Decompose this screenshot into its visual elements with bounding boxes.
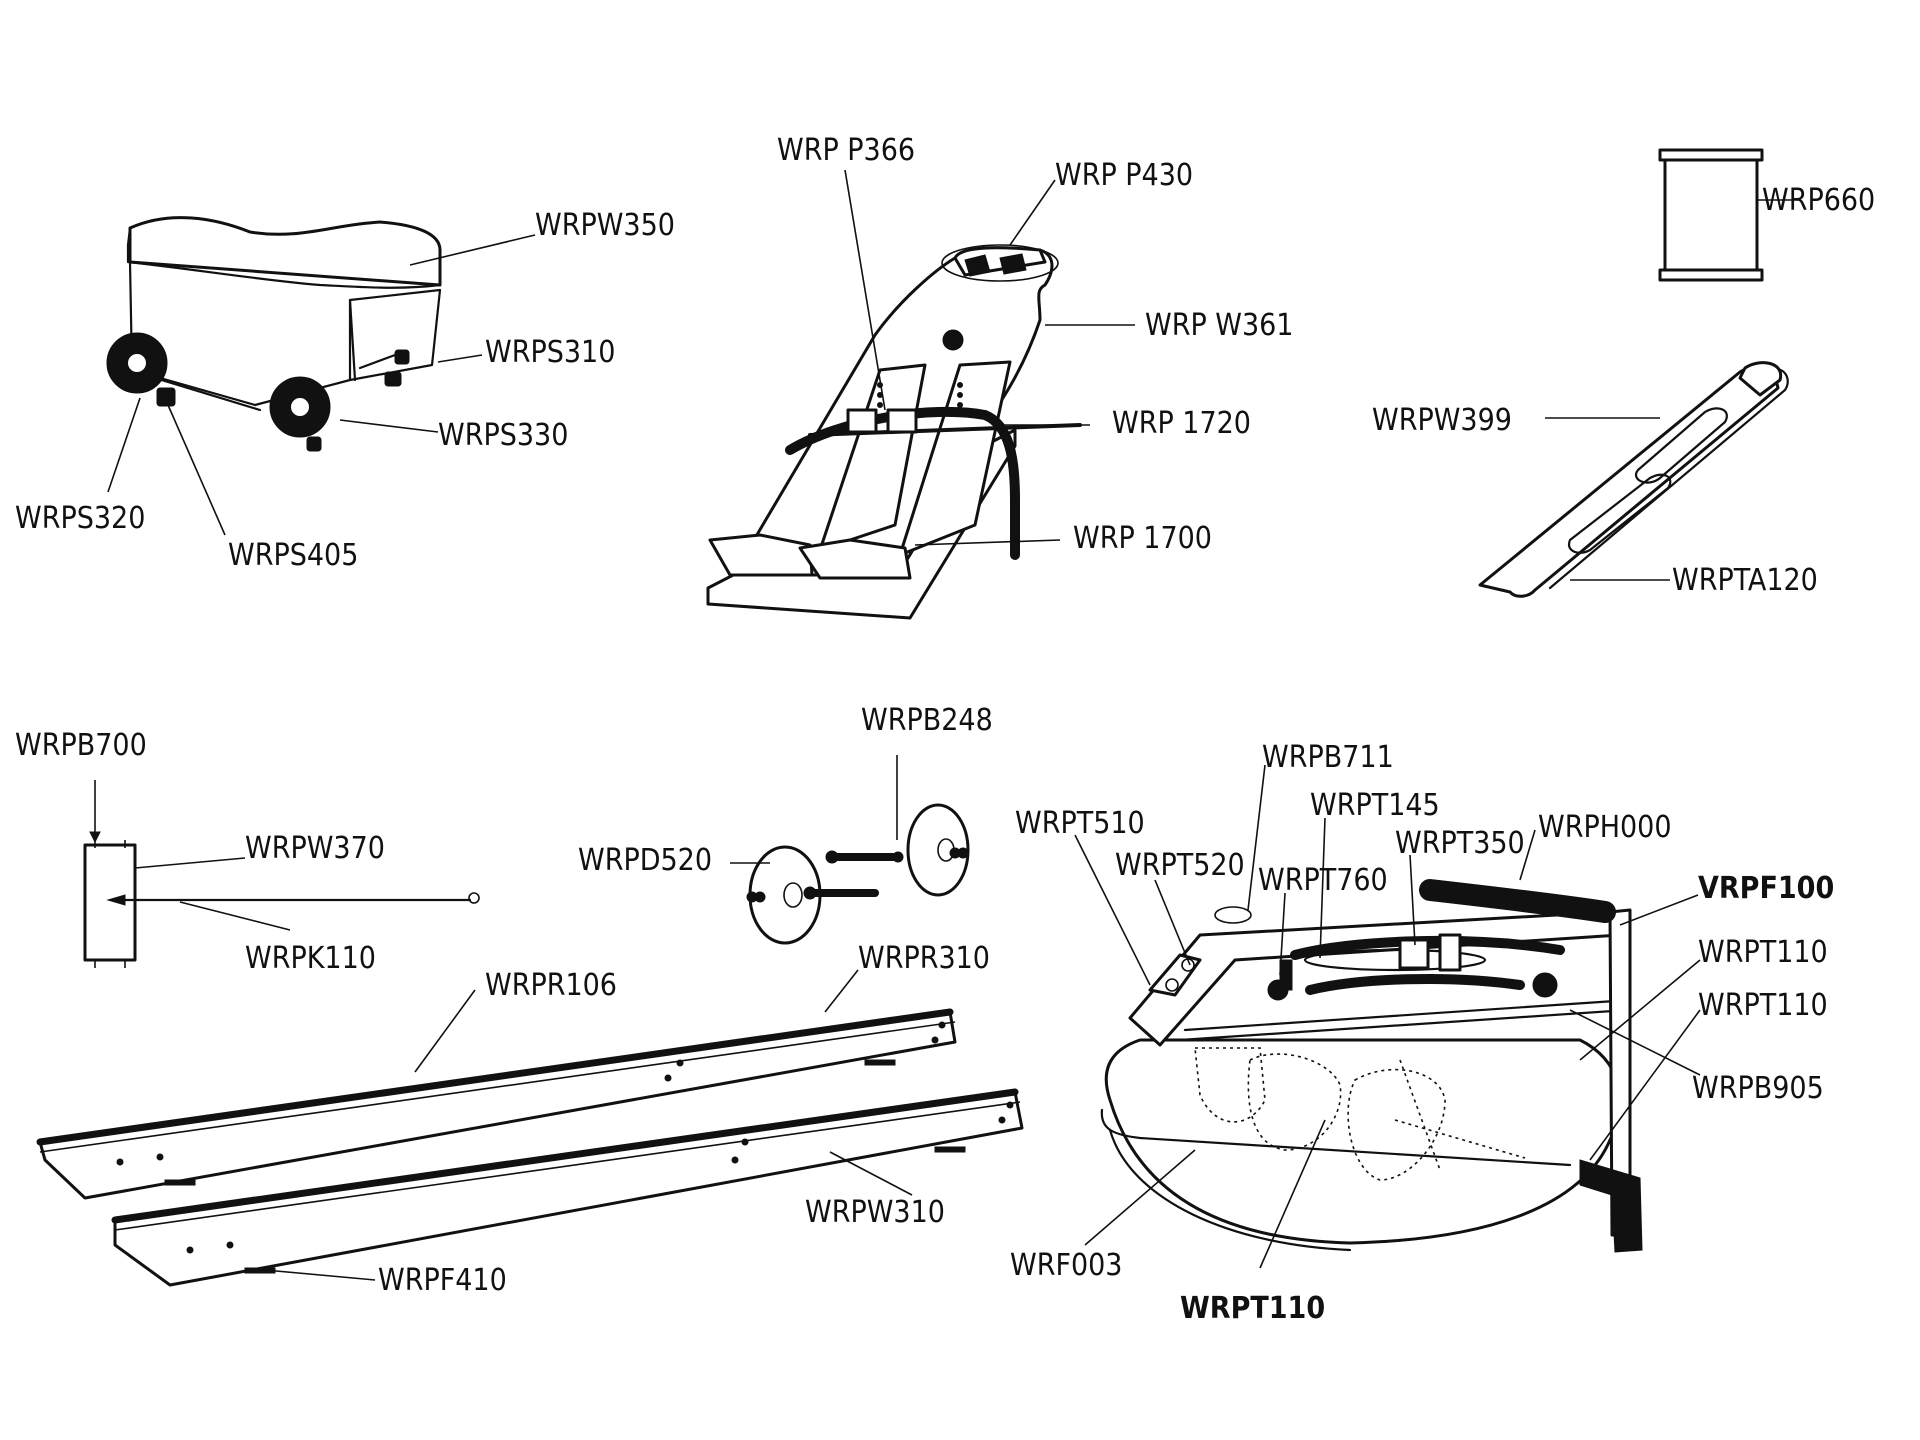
label-wrps320: WRPS320 [15, 501, 145, 536]
label-wrp-1720: WRP 1720 [1112, 406, 1251, 441]
label-wrpt520: WRPT520 [1115, 848, 1245, 883]
label-wrpb700: WRPB700 [15, 728, 147, 763]
label-wrp-p366: WRP P366 [777, 133, 915, 168]
label-wrp-p430: WRP P430 [1055, 158, 1193, 193]
label-wrpt510: WRPT510 [1015, 806, 1145, 841]
label-wrpf410: WRPF410 [378, 1263, 507, 1298]
footboard-leaders [844, 169, 1135, 546]
label-wrpw370: WRPW370 [245, 831, 385, 866]
label-wrf003: WRF003 [1010, 1248, 1122, 1283]
rails [36, 1008, 1024, 1287]
label-wrph000: WRPH000 [1538, 810, 1672, 845]
rail-wrpw399 [1478, 361, 1789, 598]
tank-leaders [1074, 764, 1701, 1269]
label-wrp-1700: WRP 1700 [1073, 521, 1212, 556]
label-wrpb711: WRPB711 [1262, 740, 1394, 775]
label-wrps310: WRPS310 [485, 335, 615, 370]
wheels-bolts [730, 755, 970, 945]
monitor-box [83, 780, 480, 968]
label-wrpta120: WRPTA120 [1672, 563, 1818, 598]
label-wrpd520: WRPD520 [578, 843, 712, 878]
label-wrpt110-c: WRPT110 [1180, 1291, 1325, 1326]
label-wrpt145: WRPT145 [1310, 788, 1440, 823]
label-wrpr310: WRPR310 [858, 941, 990, 976]
seat-leaders [107, 234, 536, 536]
label-wrps330: WRPS330 [438, 418, 568, 453]
label-wrpt350: WRPT350 [1395, 826, 1525, 861]
label-wrpw399: WRPW399 [1372, 403, 1512, 438]
label-wrp-w361: WRP W361 [1145, 308, 1293, 343]
footboard-assembly [706, 244, 1082, 620]
tank-assembly [1100, 879, 1643, 1253]
seat-assembly [106, 216, 442, 452]
rail-leaders [1545, 417, 1670, 581]
label-wrp660: WRP660 [1762, 183, 1875, 218]
label-wrpw310: WRPW310 [805, 1195, 945, 1230]
label-wrpb905: WRPB905 [1692, 1071, 1824, 1106]
rail-leaders [264, 969, 913, 1281]
label-wrpb248: WRPB248 [861, 703, 993, 738]
label-wrps405: WRPS405 [228, 538, 358, 573]
label-vrpf100: VRPF100 [1698, 871, 1834, 906]
label-wrpt110-a: WRPT110 [1698, 935, 1828, 970]
label-wrpt760: WRPT760 [1258, 863, 1388, 898]
label-wrpr106: WRPR106 [485, 968, 617, 1003]
bracket-wrp660 [1658, 148, 1800, 282]
label-wrpk110: WRPK110 [245, 941, 376, 976]
label-wrpt110-b: WRPT110 [1698, 988, 1828, 1023]
label-wrpw350: WRPW350 [535, 208, 675, 243]
